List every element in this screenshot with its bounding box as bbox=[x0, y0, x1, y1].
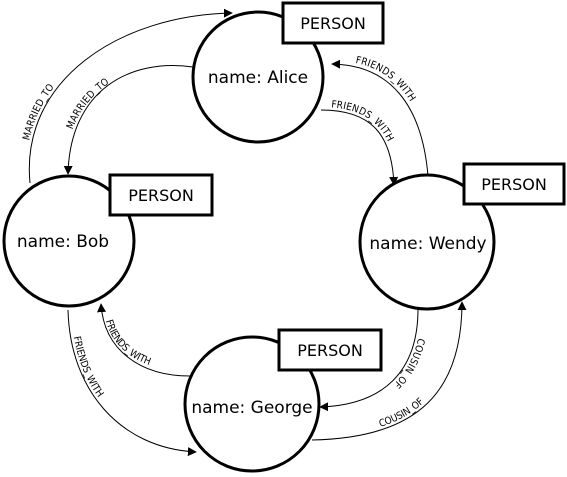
node-label: PERSON bbox=[128, 186, 194, 205]
label-box bbox=[462, 162, 566, 206]
label-box bbox=[281, 1, 385, 45]
node-label: PERSON bbox=[297, 341, 363, 360]
node-circle[interactable] bbox=[2, 174, 136, 308]
edge-label: FRIENDS_WITH bbox=[331, 99, 395, 143]
edge-friends-with-alice-wendy bbox=[320, 109, 399, 186]
node-label: PERSON bbox=[481, 175, 547, 194]
label-box bbox=[277, 328, 383, 372]
node-wendy[interactable]: name: Wendy bbox=[358, 173, 496, 311]
edge-married-to-alice-bob bbox=[63, 65, 194, 175]
edge-friends-with-wendy-alice bbox=[331, 59, 429, 177]
node-bob[interactable]: name: Bob bbox=[2, 174, 136, 308]
node-circle[interactable] bbox=[358, 173, 496, 311]
edge-label: FRIENDS_WITH bbox=[355, 55, 418, 103]
edge-married-to-bob-alice bbox=[28, 8, 233, 184]
edge-label: COUSIN_OF bbox=[378, 396, 426, 430]
label-box-george: PERSON bbox=[277, 328, 383, 372]
label-box-wendy: PERSON bbox=[462, 162, 566, 206]
label-box bbox=[108, 173, 214, 217]
node-property: name: George bbox=[191, 398, 312, 418]
node-property: name: Bob bbox=[17, 232, 109, 252]
edge-friends-with-bob-george bbox=[67, 309, 197, 457]
edge-cousin-of-george-wendy bbox=[311, 301, 467, 441]
edge-label: FRIENDS_WITH bbox=[103, 318, 152, 367]
edge-label: FRIENDS_WITH bbox=[71, 335, 105, 399]
label-box-alice: PERSON bbox=[281, 1, 385, 45]
node-property: name: Alice bbox=[208, 68, 308, 88]
node-property: name: Wendy bbox=[369, 234, 486, 254]
label-box-bob: PERSON bbox=[108, 173, 214, 217]
node-label: PERSON bbox=[300, 14, 366, 33]
edge-label: MARRIED_TO bbox=[21, 82, 56, 141]
edge-label: MARRIED_TO bbox=[65, 77, 111, 131]
edge-friends-with-george-bob bbox=[97, 303, 191, 377]
edge-cousin-of-wendy-george bbox=[319, 308, 419, 412]
edge-label: COUSIN_OF bbox=[391, 337, 426, 390]
